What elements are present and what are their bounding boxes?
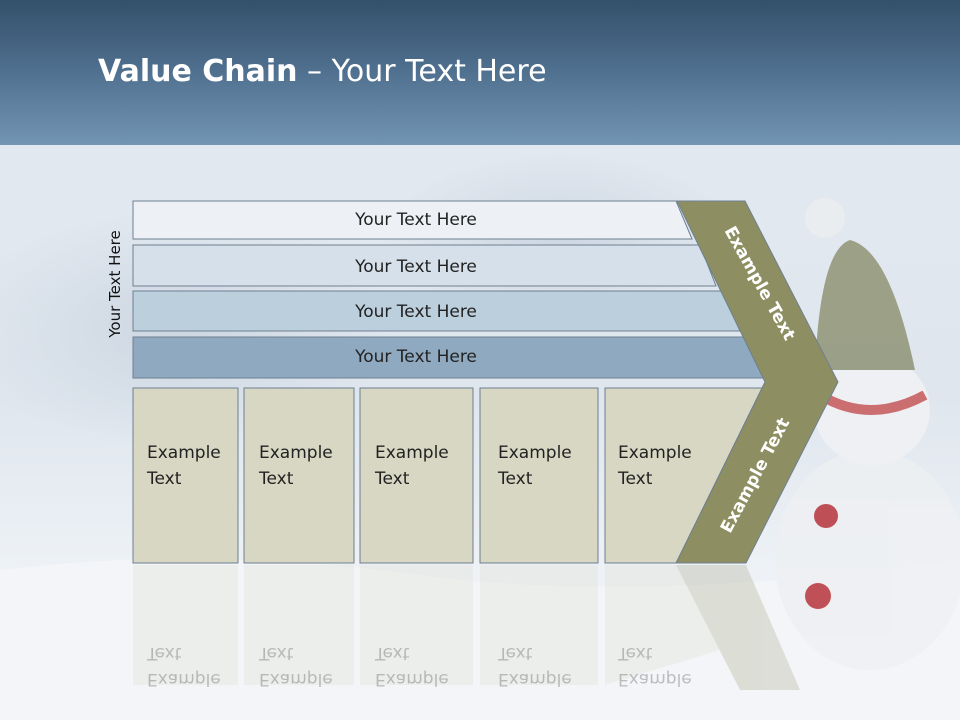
diagram-reflection: [133, 565, 800, 690]
slide-title: Value Chain – Your Text Here: [98, 54, 547, 89]
chain-bar-2: [132, 244, 717, 287]
activity-cell-line1: Example: [259, 443, 333, 463]
activity-cell-1: [132, 387, 239, 564]
slide-title-bold: Value Chain: [98, 54, 298, 89]
activity-cell-text-2: Example Text: [259, 440, 333, 492]
activity-cell-3: [359, 387, 474, 564]
chain-bar-label-2: Your Text Here: [354, 257, 477, 277]
chain-bar-1: [132, 200, 693, 240]
activity-cell-5: [604, 387, 763, 564]
chain-bar-label-4: Your Text Here: [354, 347, 477, 367]
activity-cell-line2: Text: [498, 469, 533, 489]
activity-cell-text-5: Example Text: [618, 440, 692, 492]
chevron-arrow: [675, 200, 839, 564]
reflection-text-3: Text: [258, 643, 294, 663]
reflection-text-9: Text: [617, 643, 653, 663]
activity-cell-line1: Example: [147, 443, 221, 463]
activity-cell-line2: Text: [375, 469, 410, 489]
activity-cell-line2: Text: [259, 469, 294, 489]
reflection-text-8: Example: [498, 669, 572, 689]
reflection-text-10: Example: [618, 669, 692, 689]
chain-bar-label-1: Your Text Here: [354, 210, 477, 230]
slide-title-rest: – Your Text Here: [297, 54, 547, 89]
activity-cell-line2: Text: [618, 469, 653, 489]
activity-cell-2: [243, 387, 355, 564]
activity-cell-4: [479, 387, 599, 564]
snowman-image: [775, 198, 960, 670]
reflection-text-7: Text: [497, 643, 533, 663]
chain-bar-label-3: Your Text Here: [354, 302, 477, 322]
activity-cell-line2: Text: [147, 469, 182, 489]
reflection-text-4: Example: [259, 669, 333, 689]
reflection-text-1: Text: [146, 643, 182, 663]
activity-cell-line1: Example: [498, 443, 572, 463]
activity-cell-line1: Example: [618, 443, 692, 463]
title-bar: [0, 0, 960, 145]
activity-cell-text-1: Example Text: [147, 440, 221, 492]
activity-cell-text-3: Example Text: [375, 440, 449, 492]
activity-cell-text-4: Example Text: [498, 440, 572, 492]
reflection-text-5: Text: [374, 643, 410, 663]
reflection-text: Text Example Text Example Text Example T…: [146, 643, 692, 689]
activity-cell-line1: Example: [375, 443, 449, 463]
reflection-text-2: Example: [147, 669, 221, 689]
reflection-text-6: Example: [375, 669, 449, 689]
